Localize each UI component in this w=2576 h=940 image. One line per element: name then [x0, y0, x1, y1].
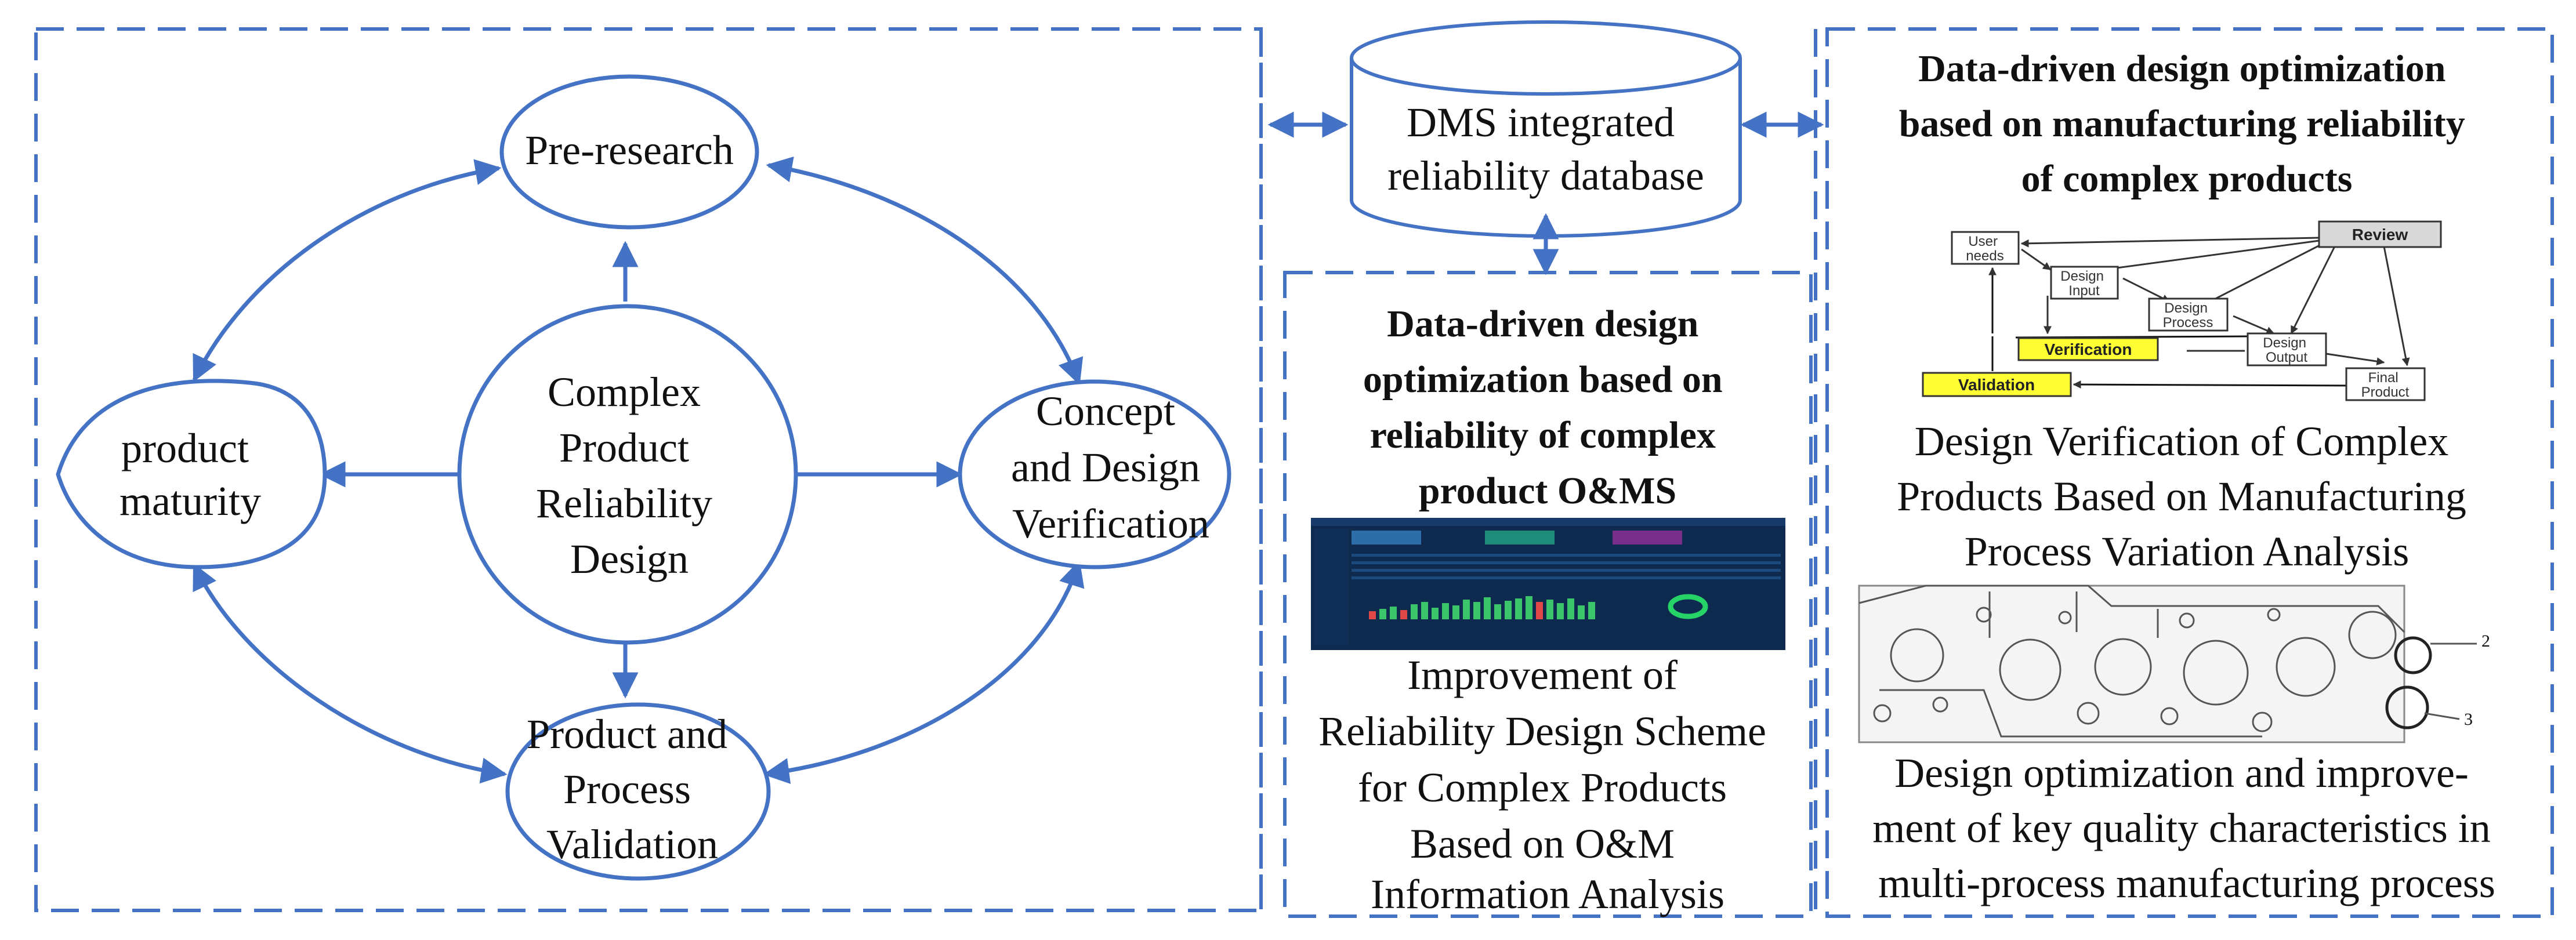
- node-concept: [958, 379, 1231, 569]
- left-panel: [34, 27, 1263, 912]
- design-flow-diagram: User needs Design Input Design Process D…: [1922, 220, 2442, 401]
- svg-text:Design Input: Design Input: [2060, 268, 2107, 299]
- right-caption-1: Design Verification of Complex Products …: [1897, 418, 2477, 575]
- center-label: Complex Product Reliability Design: [536, 369, 723, 582]
- cycle-diagram: Pre-research Complex Product Reliability…: [56, 74, 1231, 881]
- drawing-label-3: 3: [2464, 710, 2473, 729]
- dashboard-bar: [1515, 598, 1522, 619]
- design-process-label: Design: [2164, 300, 2208, 316]
- verification-label: Verification: [2045, 340, 2132, 358]
- right-panel: [1825, 27, 2554, 918]
- node-pre-research: [499, 74, 759, 230]
- technical-drawing: [1858, 585, 2477, 743]
- dashboard-bar: [1546, 600, 1553, 619]
- middle-caption: Improvement of Reliability Design Scheme…: [1318, 652, 1777, 917]
- pre-research-label: Pre-research: [525, 127, 734, 173]
- dashboard-bar: [1484, 597, 1491, 619]
- right-caption-2: Design optimization and improve- ment of…: [1872, 750, 2501, 906]
- dashboard-bar: [1369, 611, 1376, 619]
- svg-text:Design Process: Design Process: [2163, 300, 2213, 331]
- concept-label: Concept and Design Verification: [1011, 388, 1211, 547]
- svg-text:Final Product: Final Product: [2361, 370, 2410, 400]
- review-label: Review: [2352, 226, 2408, 244]
- dashboard-bar: [1536, 602, 1543, 619]
- middle-title: Data-driven design optimization based on…: [1363, 303, 1732, 512]
- design-output-label: Design: [2263, 335, 2306, 351]
- dashboard-bar: [1473, 602, 1480, 619]
- arrow-maturity-validation: [192, 562, 508, 784]
- arrow-preresearch-concept: [766, 156, 1084, 386]
- design-input-label: Design: [2060, 268, 2104, 284]
- dashboard-bar: [1432, 608, 1439, 619]
- dashboard-bar: [1421, 602, 1428, 619]
- dashboard-bar: [1379, 609, 1386, 619]
- dashboard-bar: [1578, 605, 1585, 619]
- database-cylinder: DMS integrated reliability database: [1350, 20, 1742, 238]
- arrow-concept-validation: [763, 560, 1085, 784]
- dashboard-bar: [1452, 605, 1459, 619]
- dashboard-bar: [1463, 600, 1470, 619]
- dashboard-bar: [1567, 598, 1574, 619]
- dashboard-bar: [1557, 603, 1564, 619]
- validation-label: Product and Process Validation: [527, 711, 738, 868]
- dashboard-bars: [1369, 596, 1595, 619]
- node-center: [457, 304, 798, 645]
- user-needs-label: User: [1968, 234, 1998, 249]
- validation-flow-label: Validation: [1958, 376, 2035, 394]
- arrow-preresearch-maturity: [192, 159, 502, 383]
- svg-text:User needs: User needs: [1966, 234, 2003, 264]
- right-title: Data-driven design optimization based on…: [1899, 48, 2475, 200]
- dashboard-bar: [1400, 610, 1407, 619]
- dashboard-screenshot: [1311, 518, 1785, 650]
- node-maturity: [56, 379, 327, 569]
- svg-text:Design Output: Design Output: [2263, 335, 2310, 365]
- maturity-label: product maturity: [119, 425, 261, 524]
- node-validation: [505, 702, 771, 881]
- drawing-label-2: 2: [2481, 631, 2490, 651]
- dashboard-bar: [1390, 607, 1397, 619]
- dashboard-bar: [1526, 596, 1532, 619]
- dashboard-bar: [1442, 603, 1449, 619]
- final-product-label: Final: [2368, 370, 2399, 386]
- dashboard-bar: [1505, 601, 1512, 619]
- database-label: DMS integrated reliability database: [1387, 99, 1704, 199]
- dashboard-bar: [1411, 604, 1418, 619]
- dashboard-bar: [1588, 602, 1595, 619]
- dashboard-bar: [1494, 604, 1501, 619]
